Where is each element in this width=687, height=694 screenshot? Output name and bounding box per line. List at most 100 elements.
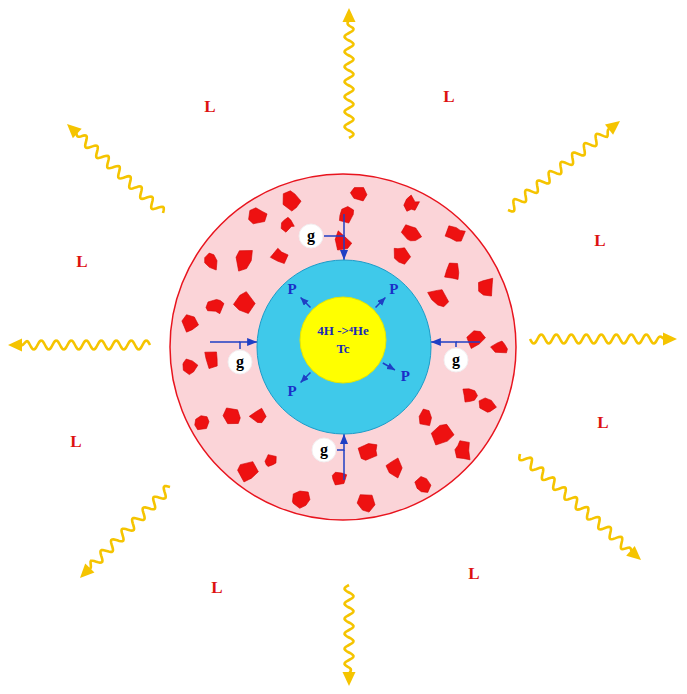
wavy-ray: [20, 341, 150, 350]
convection-blobs: [182, 188, 508, 513]
light-ray: [80, 486, 170, 578]
luminosity-label: L: [597, 413, 608, 433]
light-ray: [508, 121, 620, 211]
convection-blob: [394, 248, 410, 264]
convection-blob: [238, 462, 259, 482]
convection-blob: [205, 352, 217, 369]
ray-arrowhead: [80, 563, 94, 578]
circle-outline: [257, 260, 431, 434]
ray-arrowhead: [67, 124, 82, 138]
convection-blob: [233, 292, 255, 314]
convection-blob: [292, 491, 309, 508]
light-rays: [8, 8, 677, 686]
light-ray: [343, 8, 356, 138]
convection-blob: [445, 263, 459, 279]
convection-blob: [205, 253, 217, 270]
convection-blob: [467, 331, 486, 349]
convection-blob: [339, 207, 353, 224]
circle-outline: [299, 224, 323, 248]
convection-blob: [419, 409, 431, 426]
pressure-arrow: [301, 298, 311, 308]
convection-blob: [358, 444, 377, 461]
convection-blob: [249, 208, 267, 224]
gravity-arrow: [337, 434, 344, 450]
convection-blob: [455, 441, 470, 460]
pressure-arrow: [383, 363, 395, 370]
arrow-tail: [343, 450, 345, 480]
gravity-arrow: [324, 236, 344, 260]
light-ray: [343, 585, 356, 686]
convection-blob: [281, 217, 294, 232]
circle-outline: [312, 438, 336, 462]
force-symbol: g: [320, 441, 328, 459]
convection-blob: [195, 416, 209, 430]
ray-arrowhead: [8, 339, 22, 352]
circle-outline: [228, 350, 252, 374]
wavy-ray: [76, 133, 164, 213]
gravity-disc: g: [227, 349, 253, 375]
ray-arrowhead: [626, 546, 641, 560]
gravity-disc: g: [298, 223, 324, 249]
arrow-tail: [456, 341, 480, 343]
core-label: Tc: [336, 342, 349, 356]
ray-arrowhead: [605, 121, 620, 135]
fusion-core: 4H ->⁴HeTc: [299, 296, 387, 384]
star-envelope: [170, 174, 516, 520]
wavy-ray: [89, 486, 170, 569]
convection-blob: [415, 477, 431, 493]
fusion-core-outline: [299, 296, 387, 384]
convection-blob: [270, 248, 288, 263]
light-ray: [67, 124, 164, 213]
convection-blob: [265, 455, 276, 467]
light-ray: [519, 454, 641, 560]
pressure-arrow: [376, 298, 386, 308]
convection-blob: [431, 424, 454, 445]
convection-blob: [350, 188, 367, 201]
wavy-ray: [519, 454, 631, 551]
pressure-symbol: P: [389, 281, 398, 298]
luminosity-label: L: [204, 97, 215, 117]
convection-blob: [236, 250, 252, 271]
convection-blob: [445, 226, 465, 241]
gravity-arrow: [240, 342, 257, 349]
convection-blob: [479, 398, 496, 412]
pressure-symbol: P: [401, 368, 410, 385]
wavy-ray: [345, 20, 354, 138]
convection-blob: [404, 195, 420, 211]
convection-blob: [183, 359, 198, 375]
force-symbol: g: [307, 227, 315, 245]
ray-arrowhead: [343, 8, 356, 22]
force-symbol: g: [236, 353, 244, 371]
luminosity-label: L: [468, 564, 479, 584]
force-symbol: g: [452, 351, 460, 369]
wavy-ray: [530, 335, 665, 344]
pressure-arrow: [301, 373, 311, 383]
luminosity-label: L: [211, 578, 222, 598]
convection-blob: [386, 458, 402, 478]
pressure-zone: PPPP4H ->⁴HeTc: [256, 259, 432, 435]
ray-arrowhead: [663, 333, 677, 346]
convection-blob: [206, 299, 224, 313]
convection-blob: [428, 290, 449, 307]
convection-blob: [249, 408, 266, 422]
gravity-arrow: [431, 342, 456, 347]
core-text: 4H ->⁴HeTc: [299, 296, 387, 384]
luminosity-label: L: [76, 252, 87, 272]
convection-blob: [357, 495, 375, 512]
convection-blob: [491, 341, 508, 353]
light-ray: [8, 339, 150, 352]
core-label: 4H ->⁴He: [317, 324, 368, 338]
ray-arrowhead: [343, 672, 356, 686]
circle-outline: [444, 348, 468, 372]
arrow-tail: [210, 341, 240, 343]
wavy-ray: [345, 585, 354, 674]
luminosity-label: L: [70, 432, 81, 452]
convection-blob: [401, 225, 421, 241]
gravity-arrow-tails: [210, 214, 480, 480]
convection-blob: [479, 278, 493, 296]
convection-blob: [463, 389, 478, 402]
arrow-tail: [343, 214, 345, 236]
convection-blob: [182, 315, 199, 332]
pressure-symbol: P: [287, 281, 296, 298]
